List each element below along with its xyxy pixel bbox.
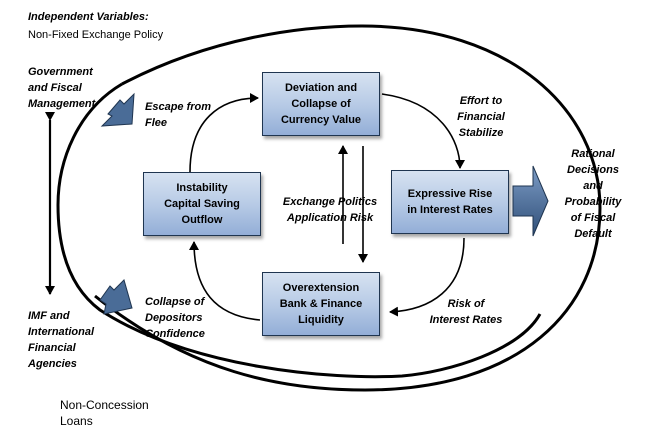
collapse-depositors-label: Collapse of Depositors Confidence xyxy=(145,296,205,340)
effort-to-stabilize-label: Effort to Financial Stabilize xyxy=(457,95,505,139)
box-deviation-collapse-currency: Deviation and Collapse of Currency Value xyxy=(262,72,380,136)
header-title: Independent Variables: xyxy=(28,11,149,23)
arrow-overextension-to-instability xyxy=(189,241,261,321)
outcome-block-arrow xyxy=(512,165,549,237)
box-expressive-rise-interest: Expressive Rise in Interest Rates xyxy=(391,170,509,234)
collapse-block-arrow xyxy=(99,279,133,315)
arrow-instability-to-deviation xyxy=(189,93,259,173)
imf-label: IMF and International Financial Agencies xyxy=(28,310,95,370)
exchange-politics-label: Exchange Politics Application Risk xyxy=(282,196,378,224)
box-overextension-liquidity: Overextension Bank & Finance Liquidity xyxy=(262,272,380,336)
inner-ellipse-arc xyxy=(56,82,542,379)
escape-from-flee-label: Escape from Flee xyxy=(145,101,212,129)
rational-decisions-label: Rational Decisions and Probability of Fi… xyxy=(564,148,622,240)
header-subtitle: Non-Fixed Exchange Policy xyxy=(28,29,164,41)
risk-interest-rates-label: Risk of Interest Rates xyxy=(429,298,503,326)
government-label: Government and Fiscal Management xyxy=(28,66,96,110)
non-concession-loans-label: Non-Concession Loans xyxy=(60,398,149,428)
box-instability-capital-outflow: Instability Capital Saving Outflow xyxy=(143,172,261,236)
outer-ellipse-arc xyxy=(94,24,602,392)
arrow-interest-to-overextension xyxy=(389,237,465,317)
arrow-deviation-to-interest xyxy=(381,93,465,169)
escape-block-arrow xyxy=(100,92,135,127)
